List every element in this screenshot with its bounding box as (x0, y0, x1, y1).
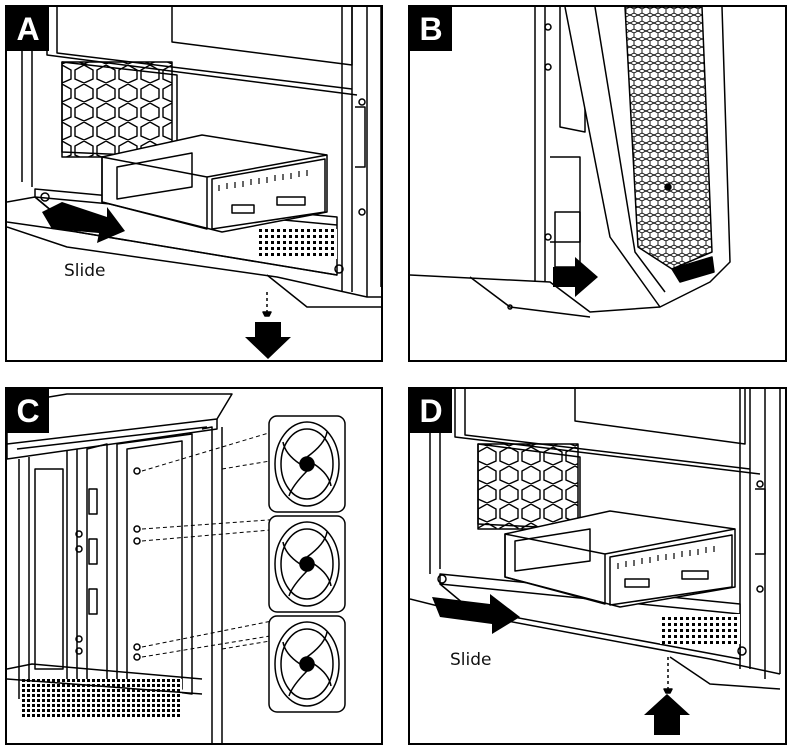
fan-icon (268, 415, 346, 713)
slide-caption-d: Slide (450, 650, 492, 670)
step-label-c: C (7, 389, 49, 433)
step-panel-a: A (5, 5, 383, 362)
slide-caption-a: Slide (64, 261, 106, 281)
step-panel-d: D (408, 387, 787, 745)
case-illustration-d (410, 389, 781, 735)
step-label-a: A (7, 7, 49, 51)
case-illustration-b (410, 7, 731, 318)
case-illustration-c (7, 393, 346, 743)
step-panel-b: B (408, 5, 787, 362)
case-illustration-a (7, 7, 381, 359)
step-panel-c: C (5, 387, 383, 745)
step-label-d: D (410, 389, 452, 433)
step-label-b: B (410, 7, 452, 51)
